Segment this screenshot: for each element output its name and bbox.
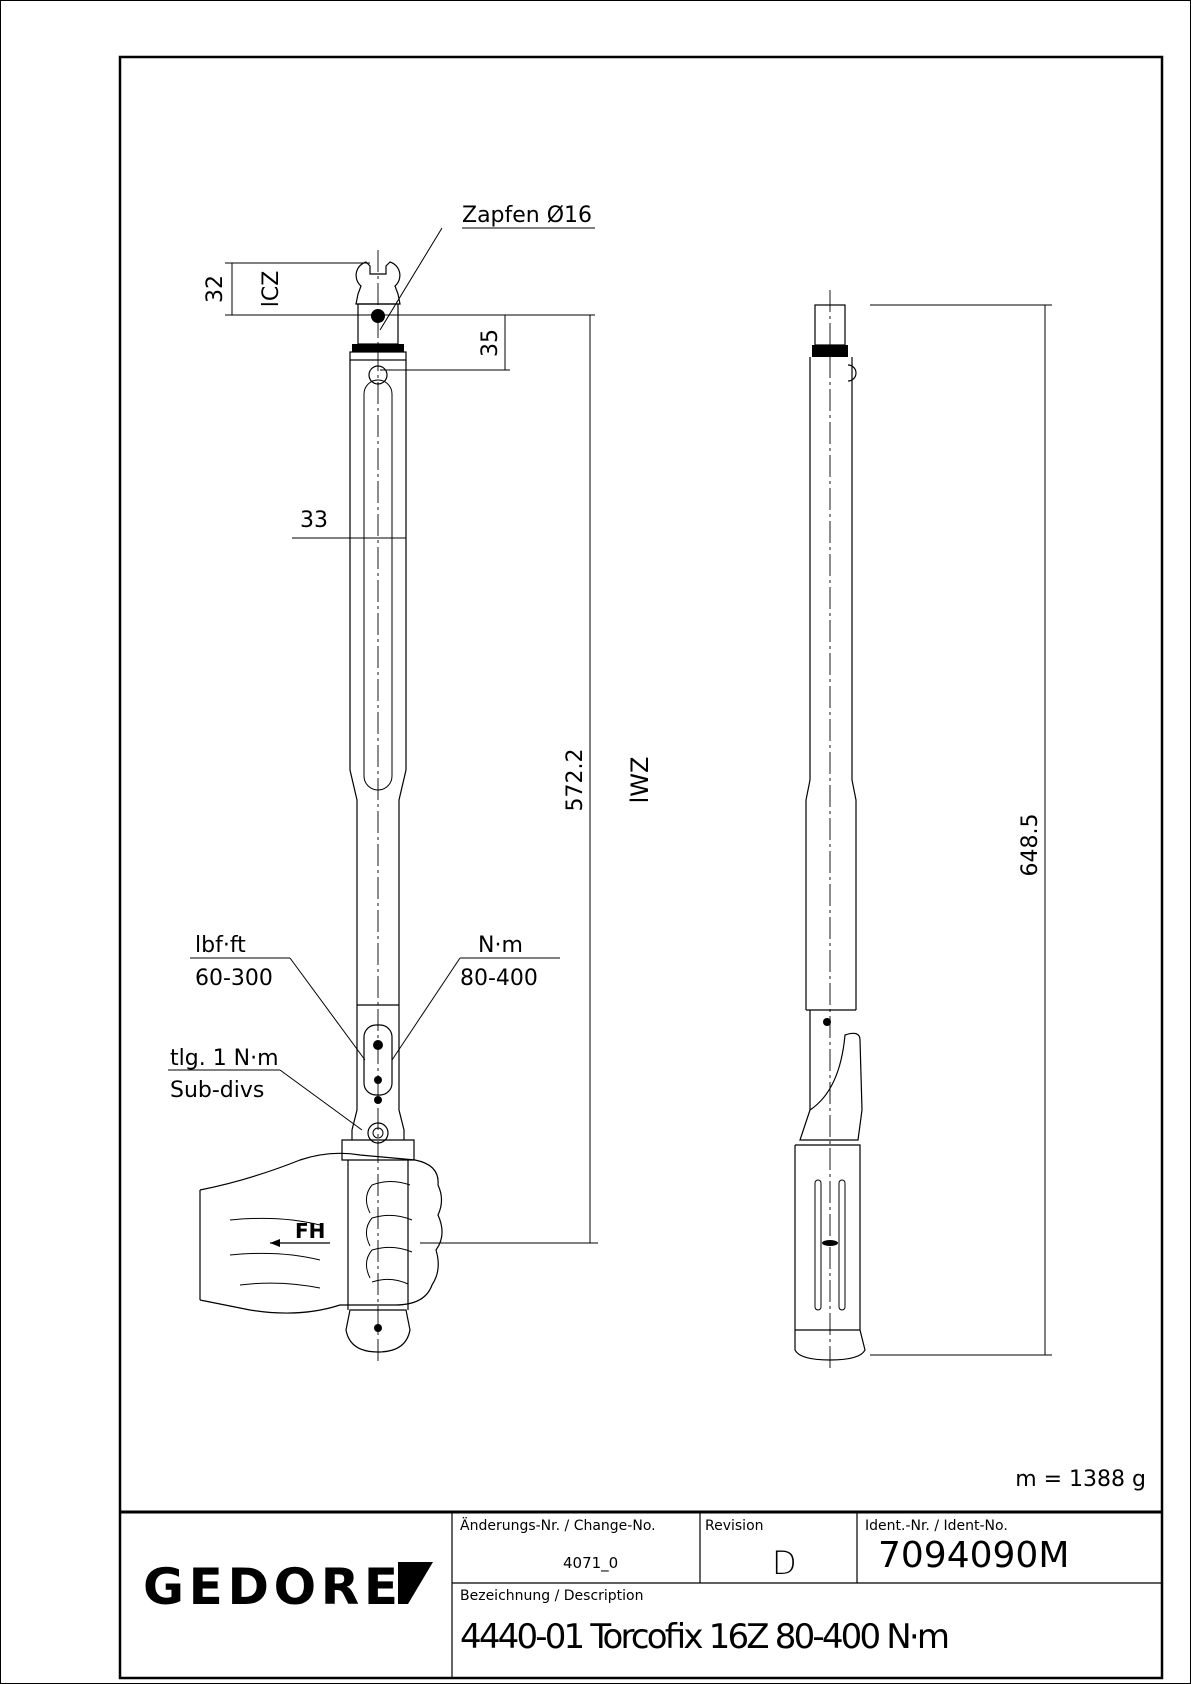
revision-value: D: [772, 1544, 797, 1582]
dim-572: 572.2: [563, 749, 588, 812]
lwz-label: lWZ: [626, 757, 654, 804]
pin-label: Zapfen Ø16: [462, 203, 592, 228]
dim-35: 35: [478, 329, 503, 357]
drawing-frame: [118, 55, 1164, 1680]
wrench-front-view: FH: [199, 250, 443, 1365]
lcz-label: lCZ: [259, 271, 284, 308]
mass-label: m = 1388 g: [1015, 1467, 1146, 1492]
nm-range: 80-400: [460, 966, 538, 991]
nm-unit: N·m: [478, 933, 523, 958]
wrench-side-view: 648.5: [794, 290, 1052, 1370]
title-block: GEDORE Änderungs-Nr. / Change-No. 4071_0…: [120, 1510, 1162, 1678]
lbf-unit: lbf·ft: [195, 933, 246, 958]
ident-label: Ident.-Nr. / Ident-No.: [865, 1518, 1008, 1534]
gedore-logo-mark: [398, 1562, 433, 1604]
gedore-logo: GEDORE: [143, 1558, 398, 1616]
dim-32: 32: [203, 275, 228, 303]
change-value: 4071_0: [563, 1554, 618, 1573]
ident-value: 7094090M: [878, 1535, 1069, 1576]
dim-648: 648.5: [1018, 814, 1043, 877]
front-dimensions: 32 lCZ 35 33 572.2 lWZ Zapfen Ø16 lbf·ft…: [168, 203, 654, 1244]
description-value: 4440-01 Torcofix 16Z 80-400 N·m: [460, 1617, 950, 1657]
subdiv-en-label: Sub-divs: [170, 1078, 264, 1103]
force-label: FH: [295, 1219, 325, 1243]
dim-33: 33: [300, 508, 328, 533]
subdiv-de-label: tlg. 1 N·m: [170, 1046, 279, 1071]
change-label: Änderungs-Nr. / Change-No.: [460, 1516, 656, 1534]
description-label: Bezeichnung / Description: [460, 1588, 644, 1604]
lbf-range: 60-300: [195, 966, 273, 991]
revision-label: Revision: [705, 1518, 764, 1534]
